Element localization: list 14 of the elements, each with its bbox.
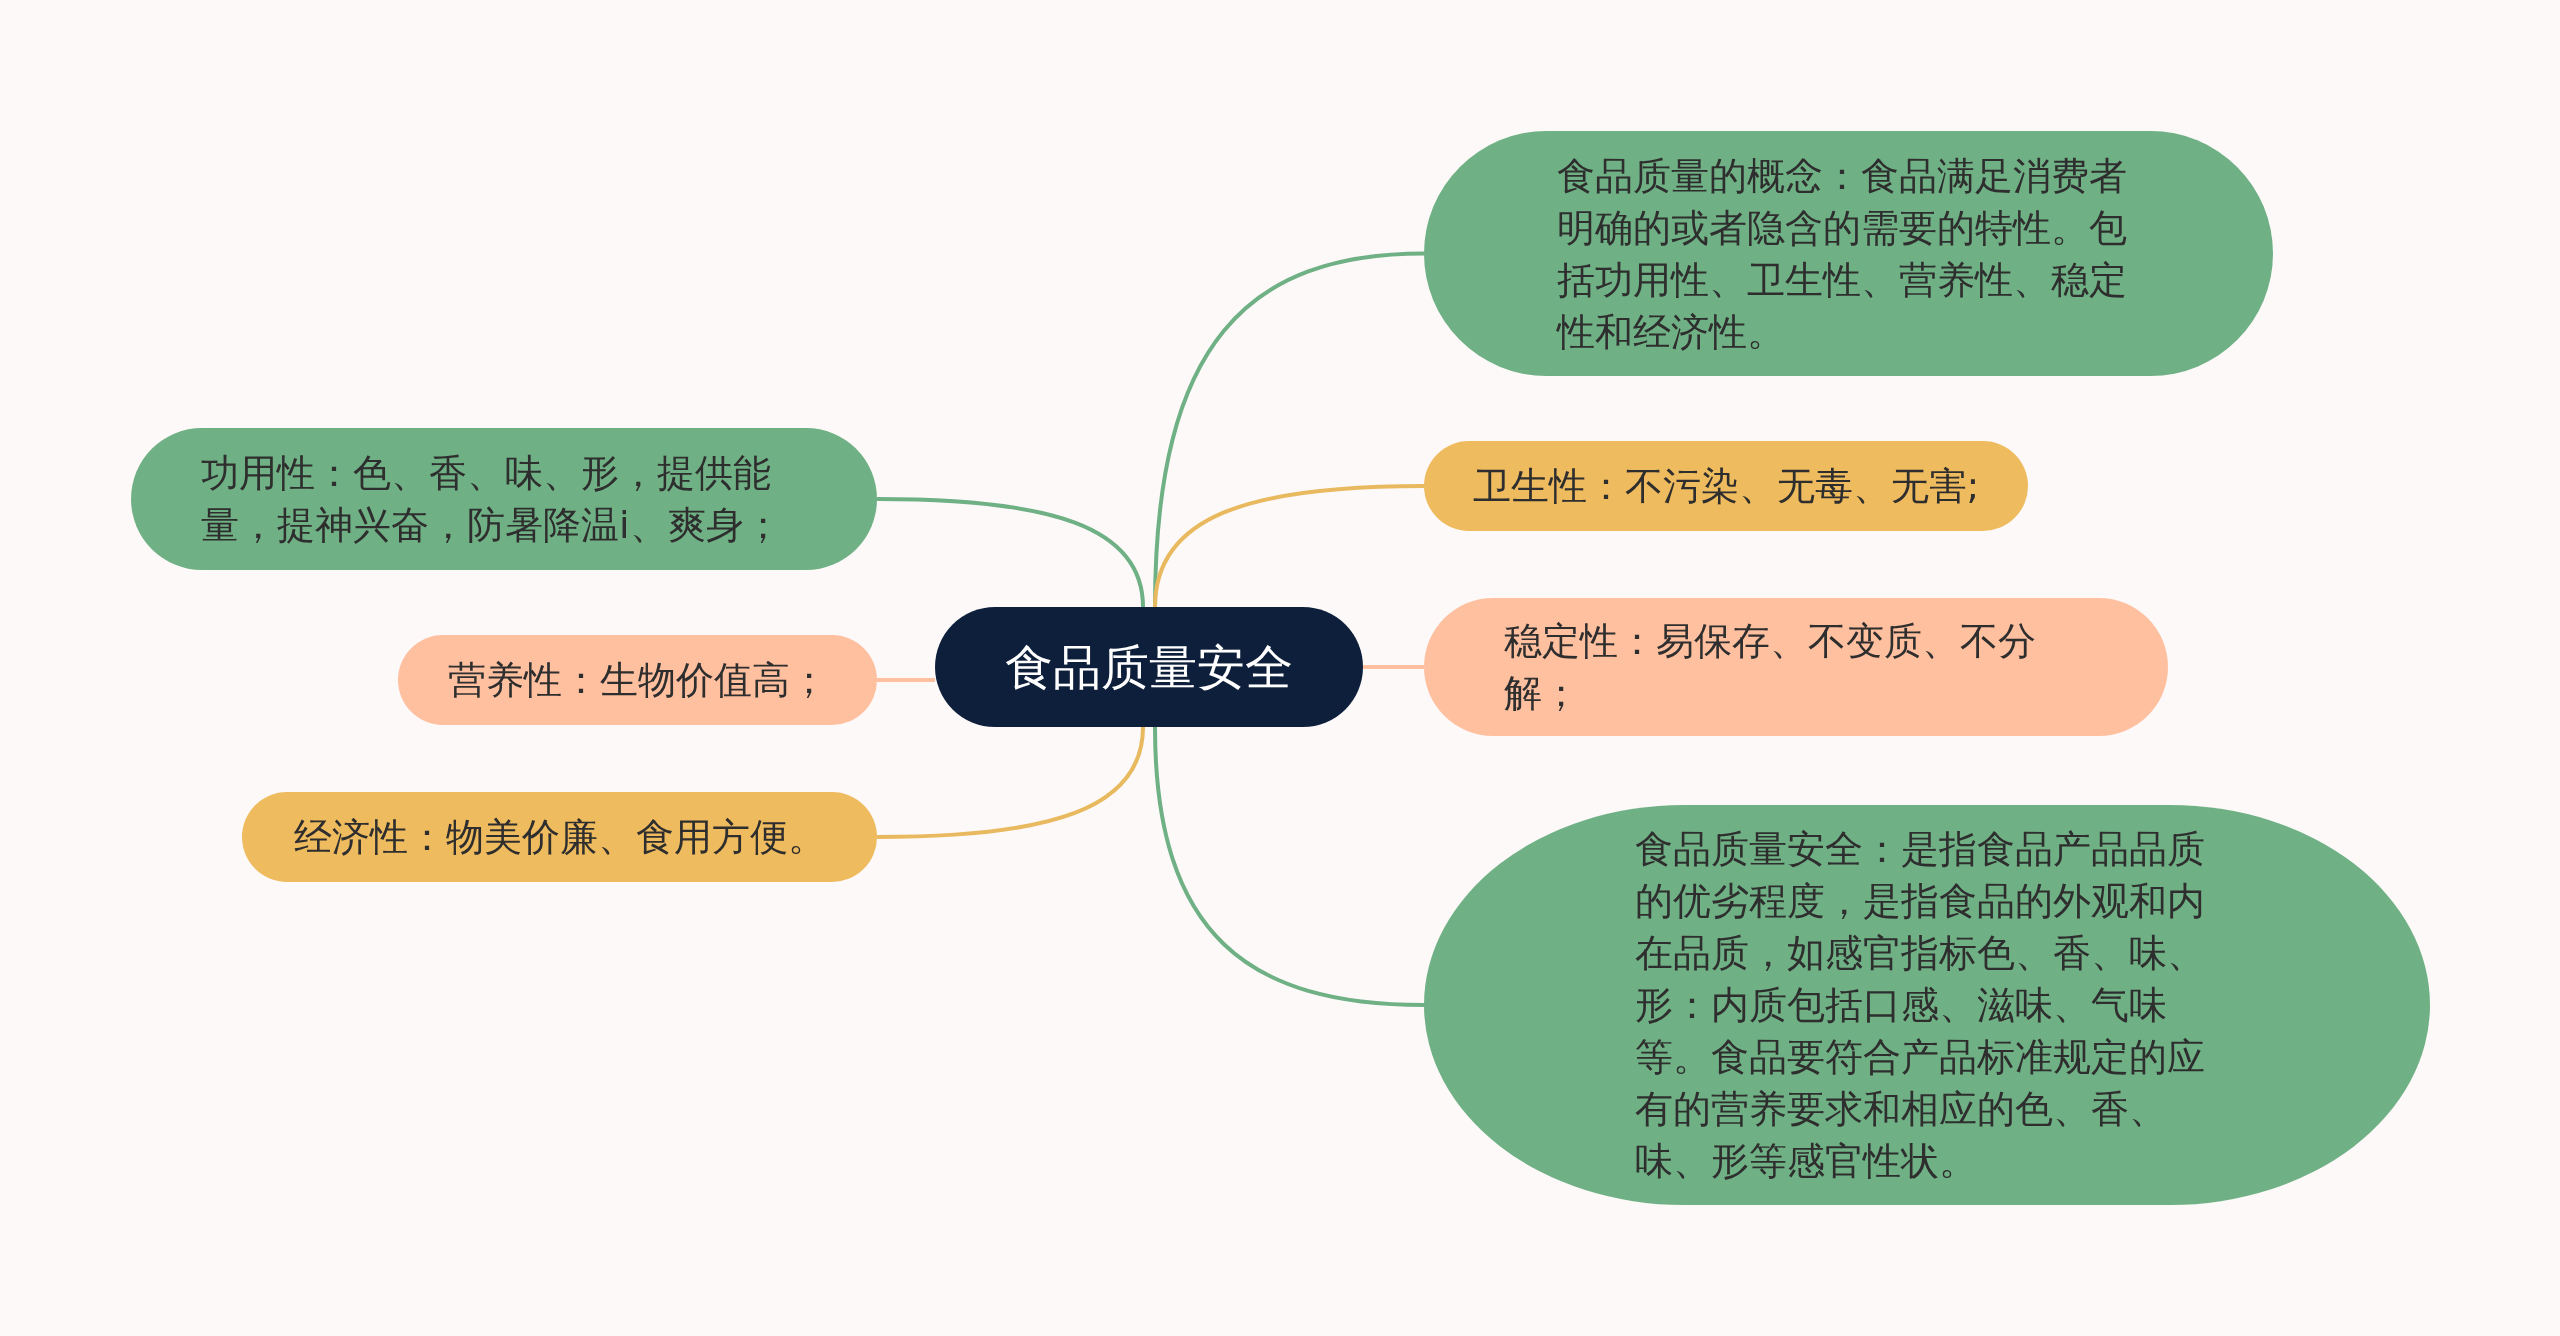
topic-bubble: 稳定性：易保存、不变质、不分解； [1424,598,2168,736]
connector-line [876,497,1145,608]
connector-line [877,678,935,682]
connector-line [876,726,1145,839]
topic-bubble: 卫生性：不污染、无毒、无害; [1424,441,2028,531]
topic-bubble: 食品质量安全：是指食品产品品质的优劣程度，是指食品的外观和内在品质，如感官指标色、香、味、形：内质包括口感、滋味、气味等。食品要符合产品标准规定的应有的营养要求和相应的色、香、味、形等感官性状。 [1424,805,2430,1205]
connector-line [1153,484,1425,608]
connector-line [1363,665,1424,669]
topic-bubble: 食品质量的概念：食品满足消费者明确的或者隐含的需要的特性。包括功用性、卫生性、营养性、稳定性和经济性。 [1424,131,2273,376]
connector-line [1153,726,1425,1007]
topic-bubble: 功用性：色、香、味、形，提供能量，提神兴奋，防暑降温i、爽身； [131,428,877,570]
topic-bubble: 营养性：生物价值高； [398,635,877,725]
central-topic: 食品质量安全 [935,607,1363,727]
topic-bubble: 经济性：物美价廉、食用方便。 [242,792,877,882]
